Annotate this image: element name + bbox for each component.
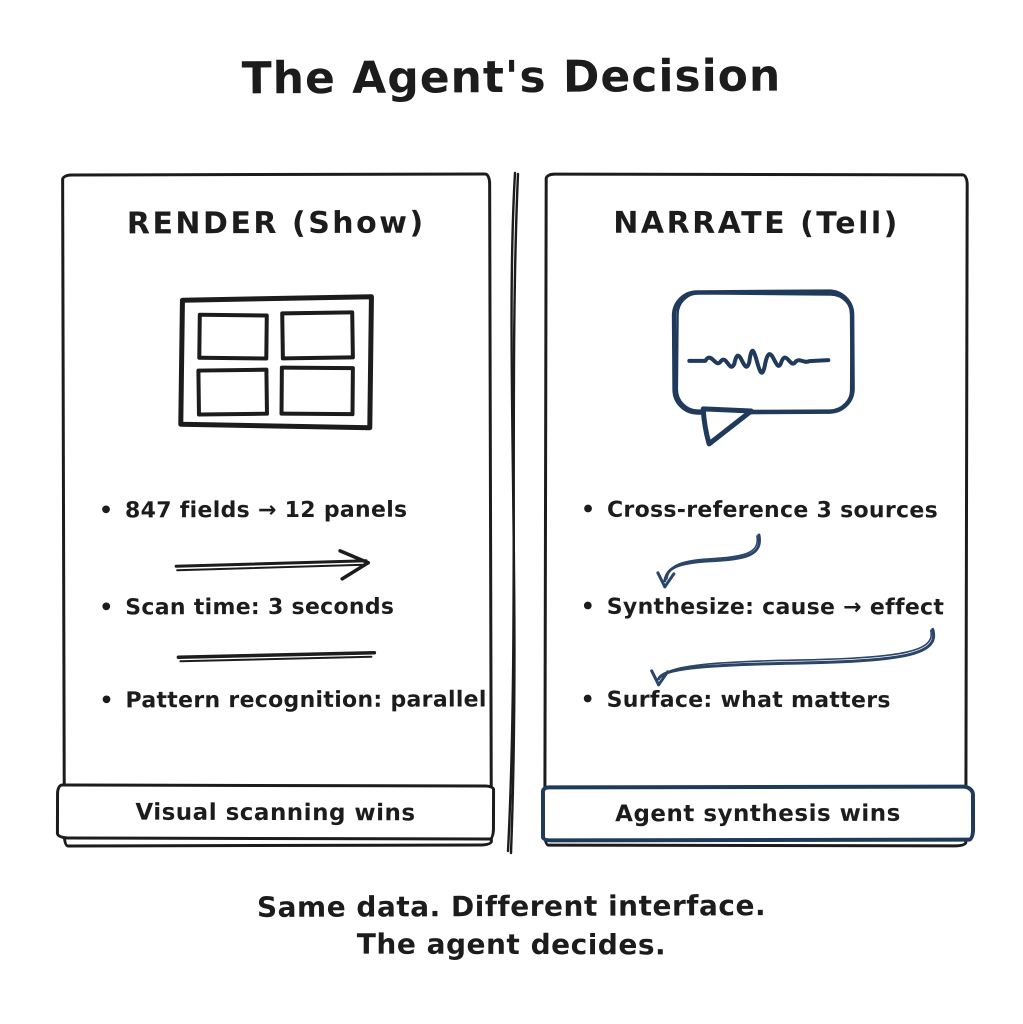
caption-line-1: Same data. Different interface. [256,889,767,924]
diagram-title: The Agent's Decision [241,50,782,105]
narrate-panel: NARRATE (Tell) • Cross-reference 3 source… [543,172,969,848]
narrate-item-3-label: Surface: what matters [606,687,891,714]
narrate-item-3: • Surface: what matters [547,688,965,714]
render-panel-header: RENDER (Show) [126,205,426,242]
speech-bubble-waveform-icon [665,284,860,454]
curved-down-arrow-icon [647,531,787,595]
render-item-2-label: Scan time: 3 seconds [125,594,395,621]
narrate-item-2: • Synthesize: cause → effect [547,595,965,621]
narrate-item-1: • Cross-reference 3 sources [547,498,965,524]
render-panel: RENDER (Show) • 847 fields → 12 panels [61,172,493,848]
render-item-1-label: 847 fields → 12 panels [124,497,408,524]
bullet-icon: • [98,498,114,524]
narrate-item-2-label: Synthesize: cause → effect [606,594,945,621]
bullet-icon: • [99,688,114,714]
narrate-banner: Agent synthesis wins [540,784,976,843]
narrate-panel-header: NARRATE (Tell) [613,205,900,242]
bullet-icon: • [580,497,596,523]
render-item-3: • Pattern recognition: parallel [65,687,489,713]
divider-line-icon [171,649,381,666]
bullet-icon: • [99,595,114,621]
caption-line-2: The agent decides. [356,927,667,962]
render-banner: Visual scanning wins [55,783,496,841]
right-arrow-icon [168,548,392,587]
panel-divider-line [494,167,532,859]
render-item-2: • Scan time: 3 seconds [65,594,489,621]
dashboard-grid-icon [176,293,376,434]
render-item-3-label: Pattern recognition: parallel [125,687,487,714]
bullet-icon: • [580,594,596,620]
narrate-item-1-label: Cross-reference 3 sources [606,497,939,524]
bullet-icon: • [580,687,596,713]
render-item-1: • 847 fields → 12 panels [65,497,489,524]
curved-down-arrow-icon [637,625,957,694]
